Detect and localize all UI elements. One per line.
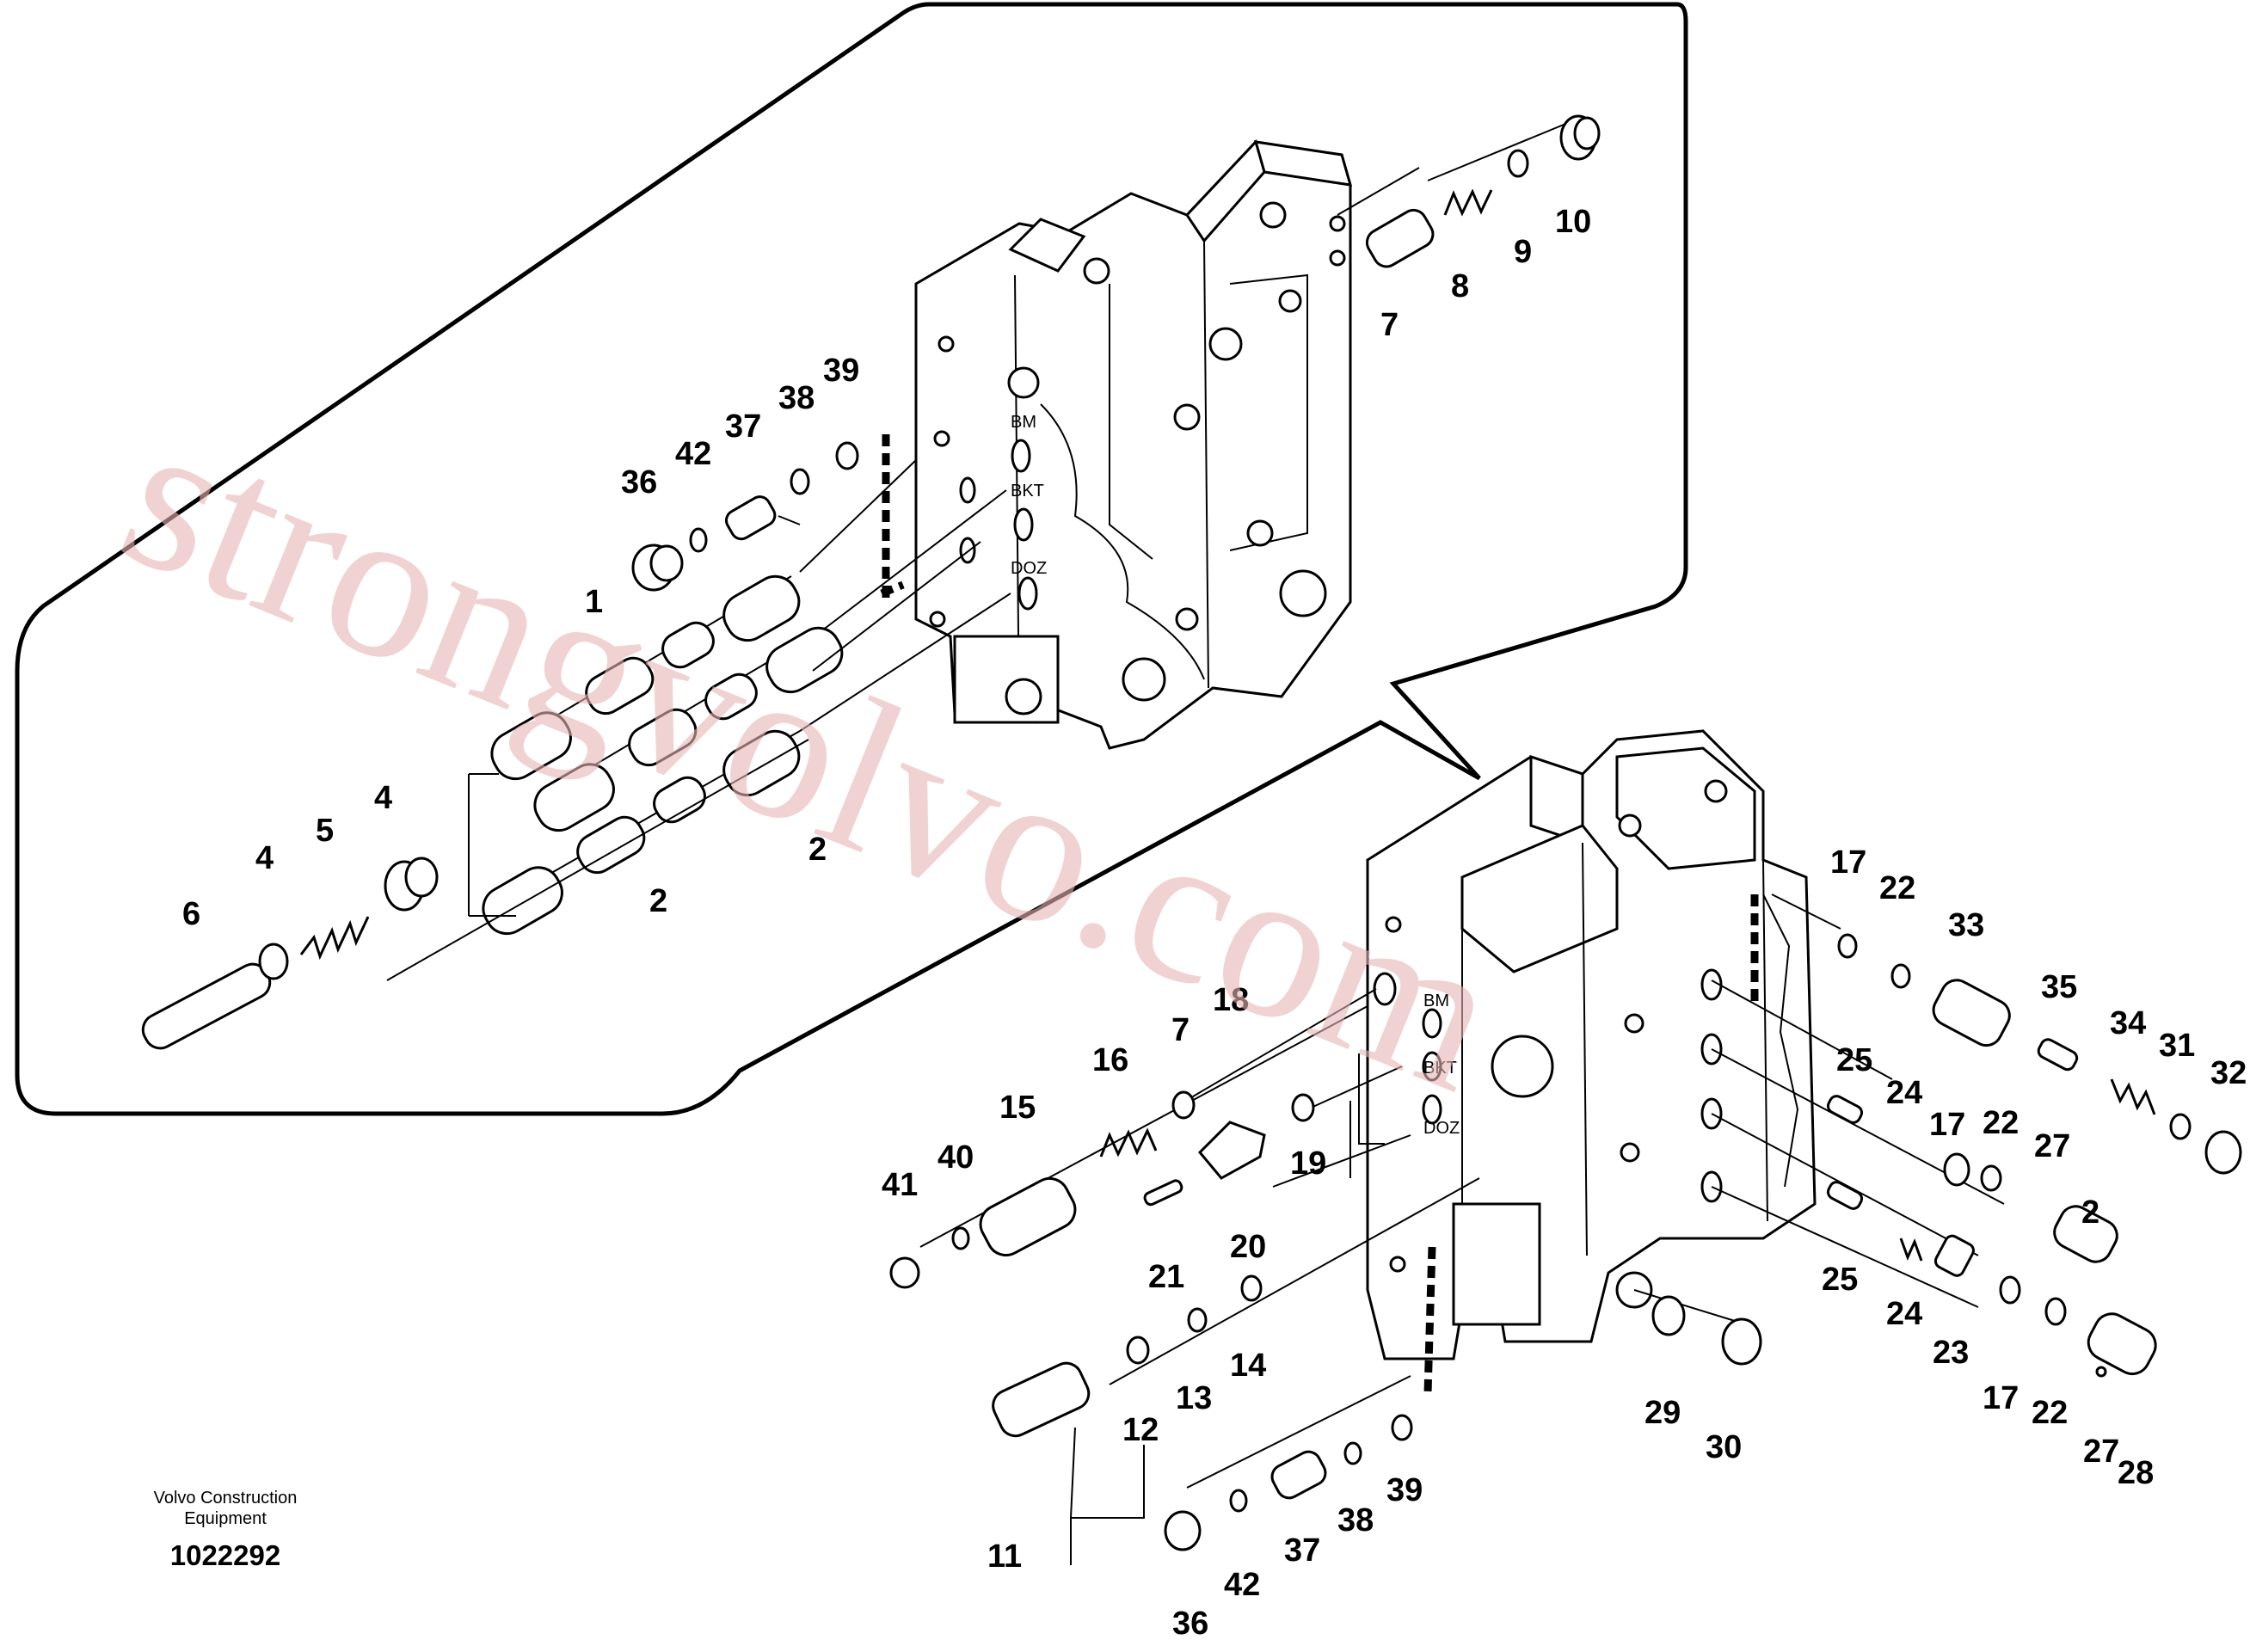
part-label: 37 bbox=[725, 408, 761, 445]
document-number: 1022292 bbox=[170, 1539, 280, 1571]
part-label: 31 bbox=[2159, 1028, 2195, 1064]
part-label: 10 bbox=[1555, 204, 1591, 240]
part-label: 17 bbox=[1929, 1107, 1965, 1143]
part-label: 41 bbox=[882, 1167, 918, 1203]
part-label: 12 bbox=[1122, 1412, 1159, 1448]
lower-port-doz: DOZ bbox=[1423, 1119, 1460, 1138]
part-label: 2 bbox=[649, 883, 667, 919]
lower-port-bm: BM bbox=[1423, 992, 1449, 1010]
part-label: 39 bbox=[1386, 1472, 1423, 1508]
lower-valve-block bbox=[1366, 729, 1817, 1360]
part-label: 6 bbox=[182, 896, 200, 932]
upper-leader-lines bbox=[386, 120, 1575, 981]
part-label: 23 bbox=[1933, 1335, 1969, 1371]
part-label: 18 bbox=[1213, 982, 1249, 1018]
part-label: 19 bbox=[1290, 1145, 1326, 1182]
part-label: 33 bbox=[1948, 907, 1984, 943]
part-label: 35 bbox=[2041, 969, 2077, 1005]
part-label: 9 bbox=[1514, 234, 1532, 270]
detail-callout-outline bbox=[15, 2, 1688, 1116]
part-label: 4 bbox=[255, 840, 274, 876]
part-label: 7 bbox=[1380, 307, 1399, 343]
lower-small-parts bbox=[889, 933, 2242, 1551]
part-label: 13 bbox=[1176, 1380, 1212, 1416]
upper-port-doz: DOZ bbox=[1011, 559, 1047, 578]
part-label: 42 bbox=[675, 436, 711, 472]
part-label: 30 bbox=[1706, 1429, 1742, 1465]
part-label: 34 bbox=[2110, 1005, 2146, 1041]
part-label: 27 bbox=[2083, 1434, 2119, 1470]
part-label: 22 bbox=[1983, 1105, 2019, 1141]
part-label: 17 bbox=[1830, 844, 1866, 881]
part-label: 5 bbox=[316, 813, 334, 849]
upper-valve-block bbox=[914, 139, 1353, 750]
credit-line-2: Equipment bbox=[184, 1509, 267, 1528]
part-label: 15 bbox=[999, 1090, 1036, 1126]
part-label: 24 bbox=[1886, 1296, 1922, 1332]
part-label: 17 bbox=[1983, 1380, 2019, 1416]
part-label: 25 bbox=[1822, 1262, 1858, 1298]
part-label: 39 bbox=[823, 353, 859, 389]
part-label: 7 bbox=[1171, 1012, 1190, 1048]
lower-port-bkt: BKT bbox=[1423, 1059, 1457, 1078]
part-label: 8 bbox=[1451, 268, 1469, 304]
part-label: 27 bbox=[2034, 1128, 2070, 1164]
credit-line-1: Volvo Construction bbox=[154, 1489, 298, 1508]
part-label: 11 bbox=[987, 1538, 1022, 1575]
part-label: 38 bbox=[1337, 1502, 1374, 1538]
part-label: 37 bbox=[1284, 1532, 1320, 1569]
part-label: 29 bbox=[1644, 1395, 1681, 1431]
upper-port-bm: BM bbox=[1011, 413, 1036, 432]
part-label: 22 bbox=[1879, 870, 1915, 906]
part-label: 22 bbox=[2032, 1395, 2068, 1431]
part-label: 36 bbox=[621, 464, 657, 501]
upper-small-parts bbox=[141, 114, 1601, 1050]
part-label: 4 bbox=[374, 780, 392, 816]
part-label: 36 bbox=[1172, 1606, 1208, 1642]
part-label: 14 bbox=[1230, 1348, 1266, 1384]
part-label: 32 bbox=[2210, 1055, 2247, 1091]
upper-port-bkt: BKT bbox=[1011, 482, 1044, 501]
part-label: 24 bbox=[1886, 1075, 1922, 1111]
part-label: 28 bbox=[2118, 1455, 2154, 1491]
part-label: 2 bbox=[2081, 1194, 2099, 1231]
part-label: 40 bbox=[938, 1139, 974, 1176]
part-label: 21 bbox=[1148, 1259, 1184, 1295]
part-label: 16 bbox=[1092, 1042, 1128, 1078]
upper-spools bbox=[482, 574, 844, 936]
part-label: 38 bbox=[778, 380, 815, 416]
part-label: 1 bbox=[585, 584, 603, 620]
part-label: 42 bbox=[1224, 1567, 1260, 1603]
part-label: 2 bbox=[808, 832, 827, 868]
part-label: 25 bbox=[1836, 1042, 1872, 1078]
part-label: 20 bbox=[1230, 1229, 1266, 1265]
